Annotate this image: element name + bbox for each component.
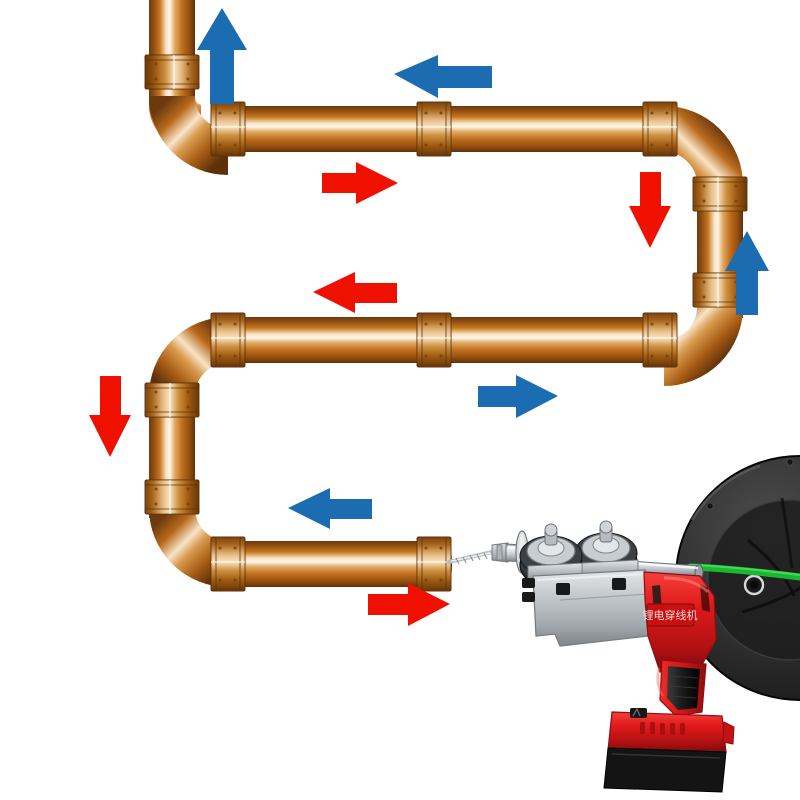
battery-pack — [603, 707, 735, 793]
flow-arrow-right-middle — [478, 375, 558, 418]
flow-arrow-right-bottom — [368, 583, 450, 626]
drill-body: 锂电穿线机 — [643, 571, 717, 673]
flow-arrow-left-middle — [313, 272, 397, 313]
flow-arrow-up-left-top — [197, 8, 247, 104]
flow-arrow-left-bottom — [288, 488, 372, 529]
flow-arrow-left-top — [394, 55, 492, 98]
flow-arrow-down-right — [629, 172, 671, 248]
flow-arrow-right-top — [322, 162, 398, 204]
gearbox-housing — [522, 569, 649, 647]
flow-arrow-up-right — [725, 231, 769, 315]
drill-grip — [656, 659, 707, 717]
tool-body-label: 锂电穿线机 — [643, 608, 698, 622]
flow-arrow-down-left — [89, 376, 131, 457]
